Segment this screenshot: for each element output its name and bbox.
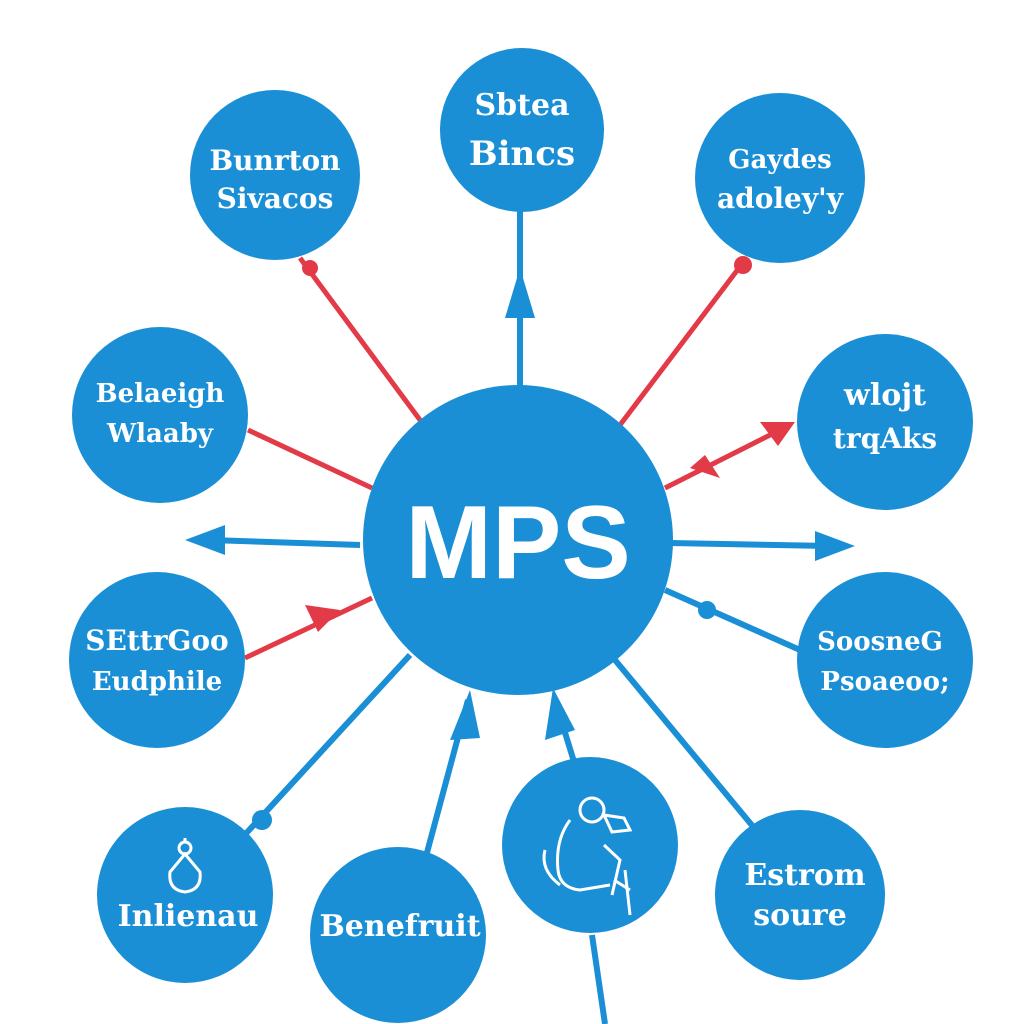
- node-bottom-left-line1: Inlienau: [118, 899, 259, 934]
- figure-sketch-icon: [542, 796, 633, 916]
- connector-mid-right: [663, 587, 802, 653]
- connector-top-left: [297, 256, 423, 422]
- node-mid-left-line1: SEttrGoo: [85, 624, 228, 657]
- node-top-line2: Bincs: [469, 134, 575, 174]
- node-mid-right[interactable]: SoosneG Psoaeoo;: [797, 572, 973, 748]
- node-mid-left-line2: Eudphile: [92, 667, 222, 697]
- arrowhead-left: [185, 525, 225, 555]
- arrowhead-mid-left: [305, 605, 340, 632]
- node-bottom-right-line2: soure: [753, 898, 847, 933]
- node-top-right-line1: Gaydes: [728, 145, 832, 175]
- connector-mid-left: [243, 595, 374, 661]
- node-bottom-left[interactable]: Inlienau: [97, 807, 273, 983]
- node-bottom-center[interactable]: [502, 757, 678, 933]
- connector-bottom-right: [612, 658, 763, 837]
- arrowhead-right-2: [760, 422, 795, 446]
- arrowhead-top: [505, 268, 535, 318]
- node-bottom-mid-left[interactable]: Benefruit: [310, 847, 486, 1023]
- node-mid-right-line1: SoosneG: [817, 627, 943, 657]
- connector-right-arrow: [669, 540, 831, 549]
- connectors: [185, 210, 855, 1024]
- node-top-left-line2: Sivacos: [217, 182, 334, 215]
- node-left-line1: Belaeigh: [96, 379, 225, 409]
- person-icon: [168, 838, 202, 894]
- connector-mid-right-dot: [698, 601, 716, 619]
- node-bottom-right-line1: Estrom: [744, 858, 865, 893]
- connector-bottom-left: [237, 652, 413, 843]
- node-top-line1: Sbtea: [474, 88, 569, 123]
- node-left-line2: Wlaaby: [106, 419, 214, 449]
- node-top-left-line1: Bunrton: [209, 144, 340, 177]
- node-right[interactable]: wlojt trqAks: [797, 334, 973, 510]
- arrowhead-right: [690, 455, 720, 478]
- connector-bottom-left-dot: [252, 810, 272, 830]
- arrowhead-bottom-center: [545, 688, 575, 740]
- node-bottom-mid-left-line1: Benefruit: [319, 909, 480, 944]
- connector-top-left-dot: [302, 260, 318, 276]
- center-hub[interactable]: MPS: [363, 385, 673, 695]
- node-top-left[interactable]: Bunrton Sivacos: [190, 90, 360, 260]
- node-top-right[interactable]: Gaydes adoley'y: [695, 93, 865, 263]
- arrowhead-bottom-mid-left: [450, 690, 480, 740]
- node-top-right-line2: adoley'y: [717, 182, 844, 215]
- connector-top-right: [618, 258, 747, 427]
- connector-top-right-dot: [734, 256, 752, 274]
- node-mid-left[interactable]: SEttrGoo Eudphile: [69, 572, 245, 748]
- center-hub-label: MPS: [405, 485, 630, 601]
- node-top[interactable]: Sbtea Bincs: [440, 48, 604, 212]
- connector-bottom-tail: [589, 934, 608, 1024]
- node-bottom-right[interactable]: Estrom soure: [715, 810, 885, 980]
- arrowhead-right-blue: [815, 531, 855, 561]
- node-mid-right-line2: Psoaeoo;: [820, 667, 949, 697]
- node-right-line2: trqAks: [833, 422, 937, 455]
- node-right-line1: wlojt: [843, 378, 926, 413]
- connector-left-arrow: [209, 537, 361, 548]
- connector-left: [246, 427, 374, 491]
- node-left[interactable]: Belaeigh Wlaaby: [72, 327, 248, 503]
- connector-right: [663, 422, 792, 491]
